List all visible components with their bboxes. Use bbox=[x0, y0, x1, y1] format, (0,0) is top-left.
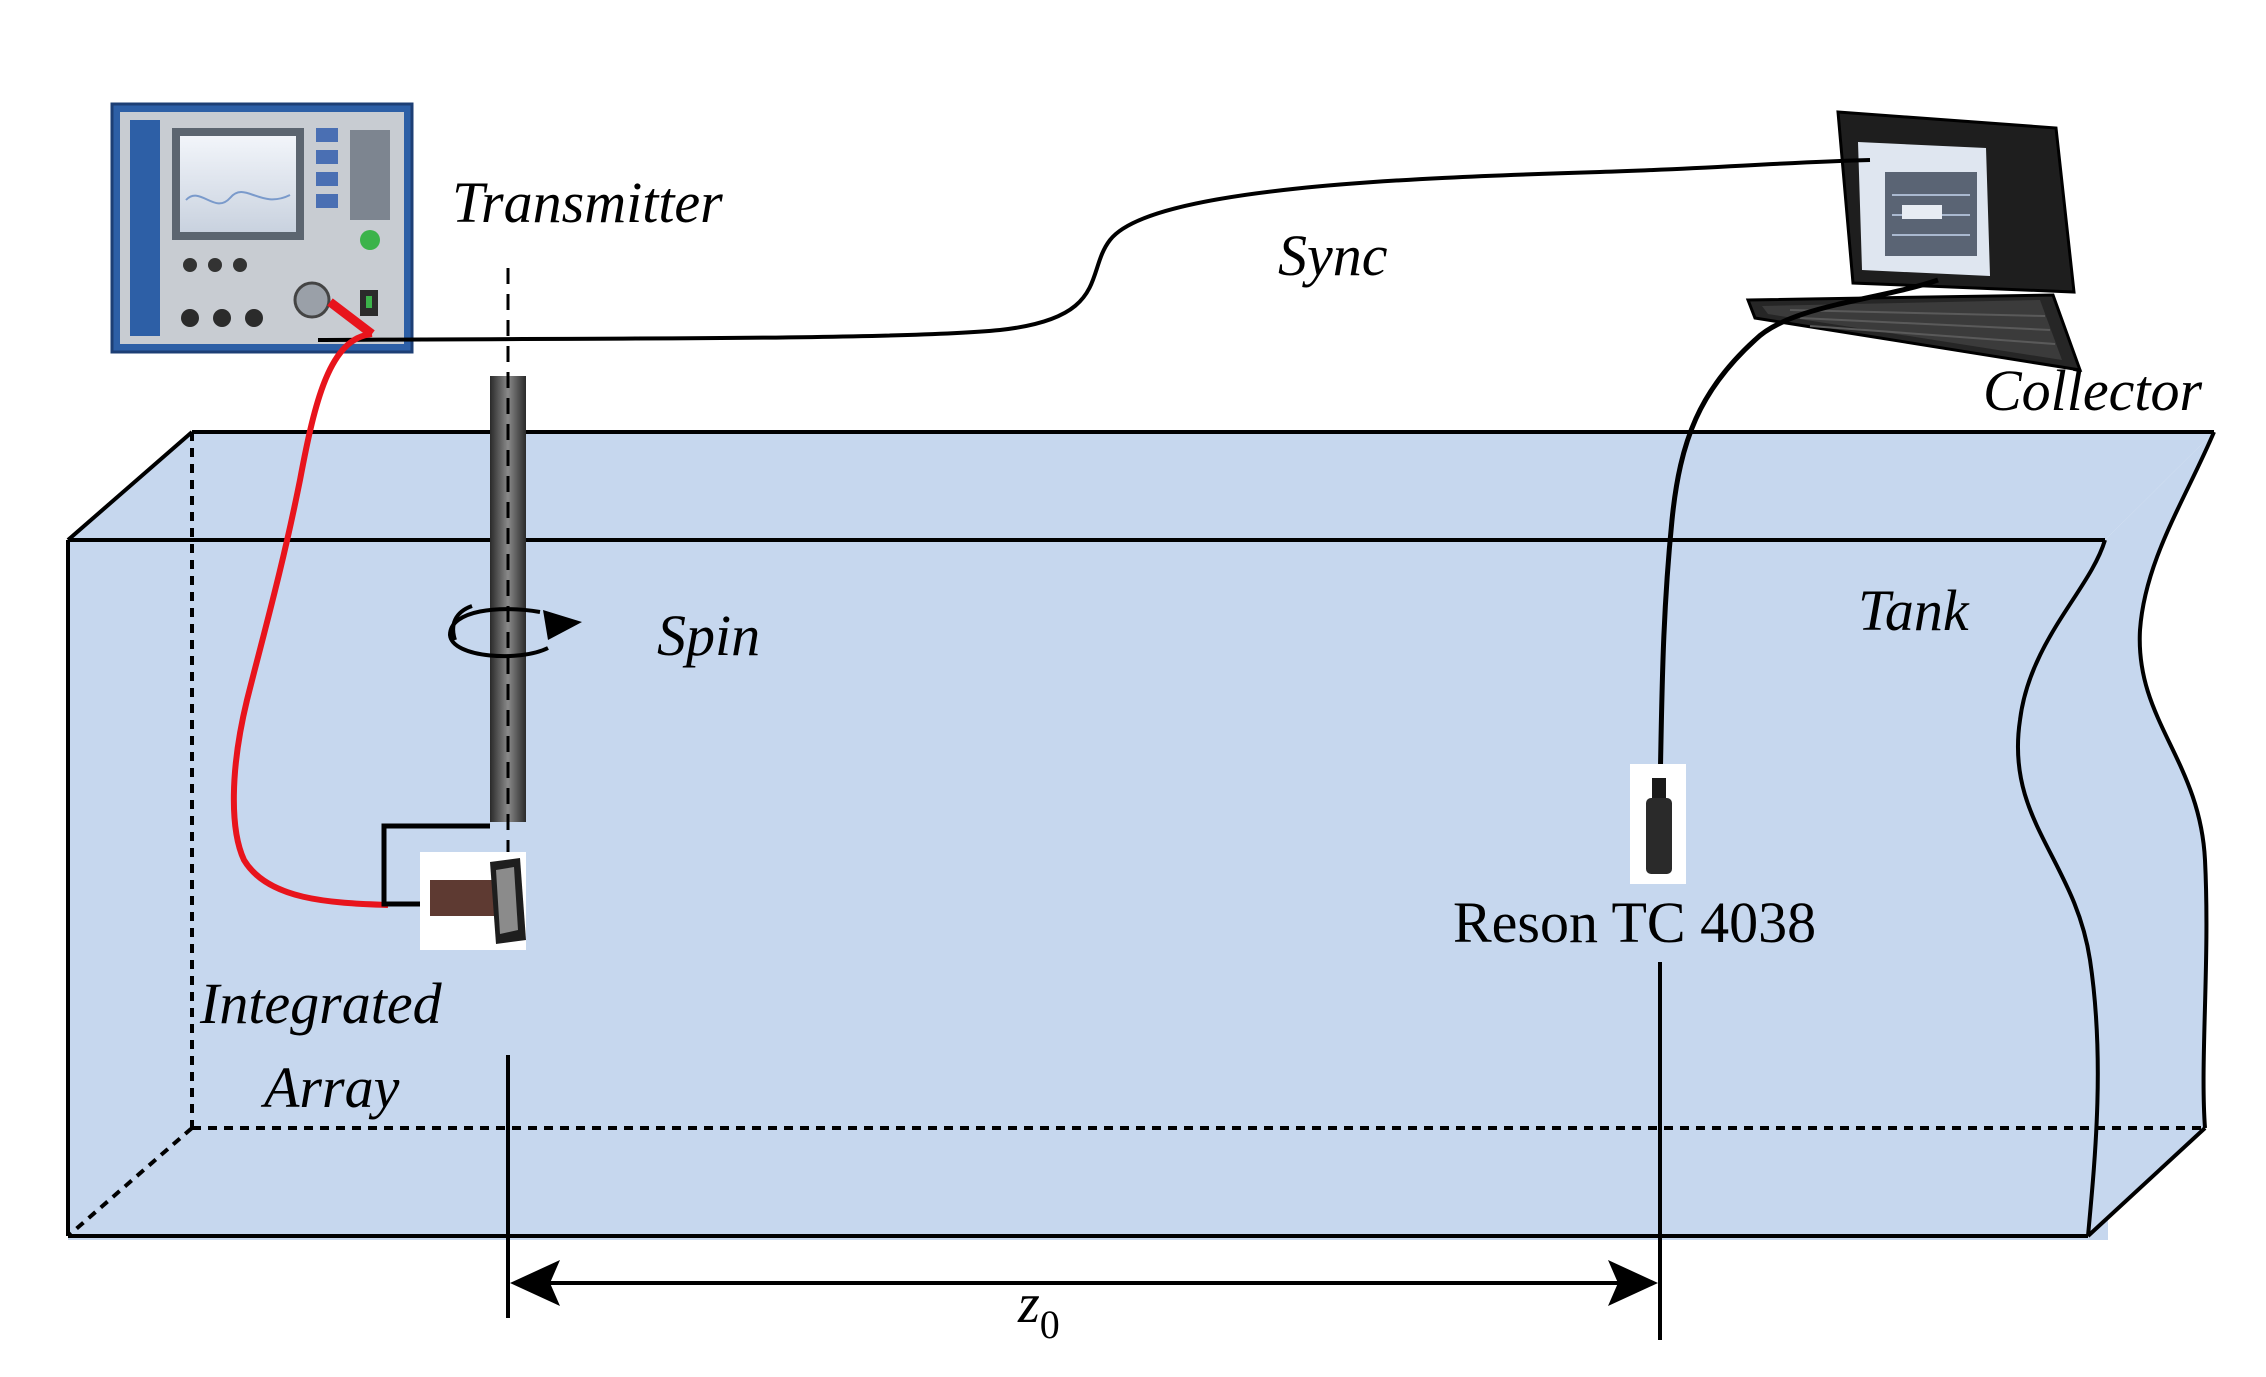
tank-cut-line-front bbox=[2016, 539, 2107, 1237]
distance-label-subscript: 0 bbox=[1040, 1302, 1060, 1347]
tank-cut-line-back bbox=[2137, 431, 2216, 1129]
hydrophone-icon bbox=[1630, 764, 1686, 884]
tank bbox=[66, 430, 2216, 1240]
distance-label-main: z bbox=[1017, 1273, 1040, 1335]
integrated-array-label-line2: Array bbox=[260, 1055, 400, 1120]
tank-top-face bbox=[68, 432, 2214, 540]
transmitter-label: Transmitter bbox=[452, 170, 723, 235]
rotation-rod bbox=[490, 376, 526, 822]
hydrophone-label: Reson TC 4038 bbox=[1453, 890, 1816, 955]
spin-rotation-icon bbox=[447, 604, 582, 659]
integrated-array-icon bbox=[420, 852, 526, 950]
sync-label: Sync bbox=[1278, 223, 1388, 288]
spin-label: Spin bbox=[657, 603, 760, 668]
tank-cut-edge bbox=[2017, 432, 2214, 1236]
sync-cable bbox=[317, 158, 1871, 342]
array-cable-red bbox=[230, 331, 389, 908]
tank-label: Tank bbox=[1858, 578, 1970, 643]
collector-icon bbox=[1745, 110, 2083, 372]
transmitter-icon bbox=[110, 102, 414, 354]
hydrophone-cable bbox=[1657, 277, 1939, 791]
tank-edges bbox=[66, 430, 2214, 1238]
distance-label: z0 bbox=[1017, 1273, 1060, 1347]
tank-hidden-edges bbox=[66, 432, 2205, 1238]
tank-front-face bbox=[68, 540, 2108, 1240]
integrated-array-label-line1: Integrated bbox=[199, 971, 443, 1036]
collector-label: Collector bbox=[1983, 358, 2203, 423]
distance-arrow bbox=[510, 1260, 1658, 1306]
array-cable-red-plug bbox=[327, 298, 375, 338]
